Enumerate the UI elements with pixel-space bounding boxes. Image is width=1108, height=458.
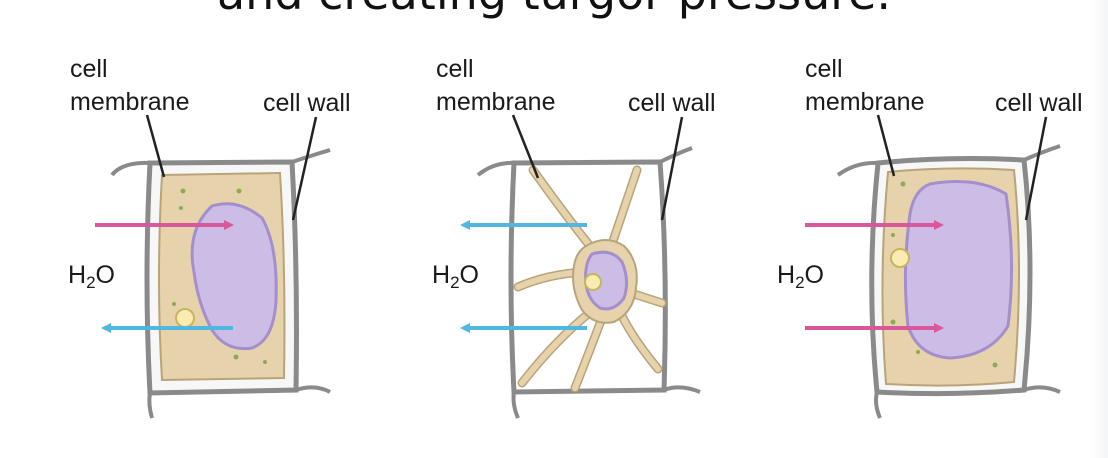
vacuole (190, 202, 278, 351)
cell-panel-plasmolyzed (460, 114, 701, 419)
neighbor-wall-stub (1023, 385, 1061, 394)
granule (916, 350, 920, 354)
slide-edge (1092, 0, 1108, 458)
water-label: H2O (432, 261, 479, 292)
wall-label: cell wall (628, 89, 716, 117)
water-label: H2O (777, 261, 824, 292)
granule (890, 319, 896, 325)
membrane-leader-line (876, 114, 896, 177)
membrane-leader-line (145, 114, 166, 178)
neighbor-wall-stub (295, 385, 331, 394)
granule (179, 206, 183, 210)
neighbor-wall-stub (476, 160, 515, 177)
membrane-label: cell membrane (70, 55, 190, 116)
neighbor-wall-stub (874, 391, 882, 419)
neighbor-wall-stub (511, 391, 520, 419)
granule (233, 354, 239, 360)
wall-leader-line (660, 116, 684, 221)
neighbor-wall-stub (147, 392, 154, 419)
granule (263, 360, 267, 364)
cytoplasm (513, 165, 667, 393)
membrane-label: cell membrane (805, 55, 925, 116)
neighbor-wall-stub (659, 146, 693, 164)
granule (891, 233, 895, 237)
neighbor-wall-stub (110, 160, 151, 177)
cell-panel-normal (95, 114, 331, 419)
water-label: H2O (68, 261, 115, 292)
nucleus (890, 248, 910, 268)
neighbor-wall-stub (1023, 144, 1061, 162)
page-title: and creating turgor pressure. (0, 0, 1108, 36)
cell-panel-turgid (805, 114, 1061, 419)
granule (236, 188, 242, 194)
wall-leader-line (1024, 116, 1048, 221)
nucleus (175, 308, 195, 328)
granule (900, 181, 906, 187)
wall-label: cell wall (263, 89, 351, 117)
neighbor-wall-stub (836, 160, 879, 177)
neighbor-wall-stub (663, 385, 701, 394)
wall-leader-line (291, 116, 318, 221)
granule (172, 302, 176, 306)
neighbor-wall-stub (291, 148, 331, 164)
nucleus (584, 273, 602, 291)
vacuole (903, 180, 1014, 360)
granule (992, 362, 998, 368)
granule (180, 188, 186, 194)
membrane-leader-line (511, 114, 540, 179)
membrane-label: cell membrane (436, 55, 556, 116)
wall-label: cell wall (995, 89, 1083, 117)
